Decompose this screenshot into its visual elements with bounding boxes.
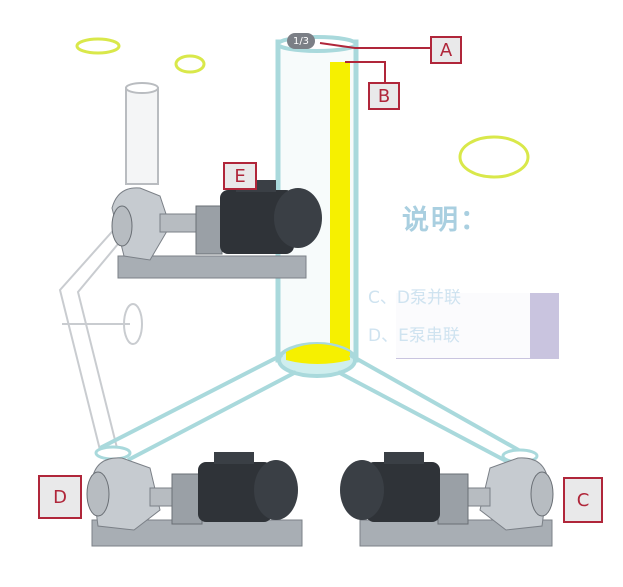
label-b: B [368, 82, 400, 110]
decor-ellipse-1 [75, 37, 121, 55]
note-line-parallel: C、D泵并联 [368, 288, 461, 308]
label-a: A [430, 36, 462, 64]
pump-d [86, 452, 303, 547]
liquid-column [330, 62, 350, 358]
note-panel-overlay [364, 274, 530, 358]
page-indicator: 1/3 [287, 33, 315, 49]
label-e: E [223, 162, 257, 190]
decor-ellipse-3 [458, 135, 530, 179]
note-title: 说明： [402, 205, 489, 236]
cylinder-e-top [125, 82, 159, 94]
note-line-series: D、E泵串联 [368, 326, 460, 346]
pipe-d-inlet [94, 445, 132, 461]
branch-pipes [99, 353, 523, 464]
pump-e [111, 180, 322, 279]
label-d: D [38, 475, 82, 519]
label-c: C [563, 477, 603, 523]
cylinder-e [125, 87, 159, 185]
decor-ellipse-2 [174, 54, 206, 74]
pump-c [340, 452, 554, 547]
pipe-d-e [58, 224, 143, 453]
